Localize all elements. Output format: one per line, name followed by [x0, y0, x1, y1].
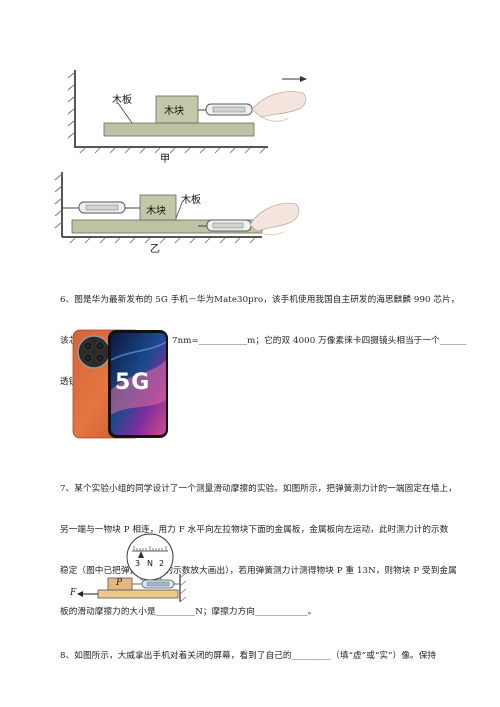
- q6-line-1: 6、图是华为最新发布的 5G 手机－华为Mate30pro，该手机使用我国自主研…: [60, 294, 460, 305]
- scale-unit: N: [147, 559, 153, 568]
- magnified-scale-circle: [126, 533, 174, 581]
- phone-5g-text: 5G: [115, 370, 151, 395]
- scale-left-number: 3: [135, 559, 141, 568]
- hand-yi: [249, 202, 300, 232]
- q7-line-3: 稳定（图中已把弹簧测力计的示数放大画出），若用弹簧测力计测得物块 P 重 13N…: [60, 566, 457, 576]
- block-jia: [155, 95, 199, 124]
- force-label: F: [70, 588, 77, 598]
- q7-line-1: 7、某个实验小组的同学设计了一个测量滑动摩擦的实验。如图所示，把弹簧测力计的一端…: [60, 483, 457, 494]
- block-label-yi: 木块: [146, 206, 166, 217]
- caption-yi: 乙: [150, 244, 160, 255]
- q8-text: 8、如图所示，大威拿出手机对着关闭的屏幕，看到了自己的_________（填“虚…: [60, 622, 490, 677]
- q8-line-1: 8、如图所示，大威拿出手机对着关闭的屏幕，看到了自己的_________（填“虚…: [60, 650, 437, 661]
- q7-line-2: 另一端与一物块 P 相连，用力 F 水平向左拉物块下面的金属板，金属板向左运动，…: [60, 524, 449, 535]
- scale-right-number: 2: [159, 559, 165, 568]
- block-yi: [139, 194, 177, 221]
- metal-plate: [97, 589, 179, 599]
- q7-text: 7、某个实验小组的同学设计了一个测量滑动摩擦的实验。如图所示，把弹簧测力计的一端…: [60, 455, 490, 634]
- hand-jia: [251, 91, 306, 118]
- q7-line-4: 板的滑动摩擦力的大小是_________N；摩擦力方向____________。: [60, 607, 317, 618]
- block-label-jia: 木块: [164, 106, 184, 117]
- board-label-jia: 木板: [112, 95, 132, 106]
- caption-jia: 甲: [160, 154, 170, 165]
- block-p-label: P: [116, 578, 123, 588]
- board-label-yi: 木板: [181, 195, 201, 206]
